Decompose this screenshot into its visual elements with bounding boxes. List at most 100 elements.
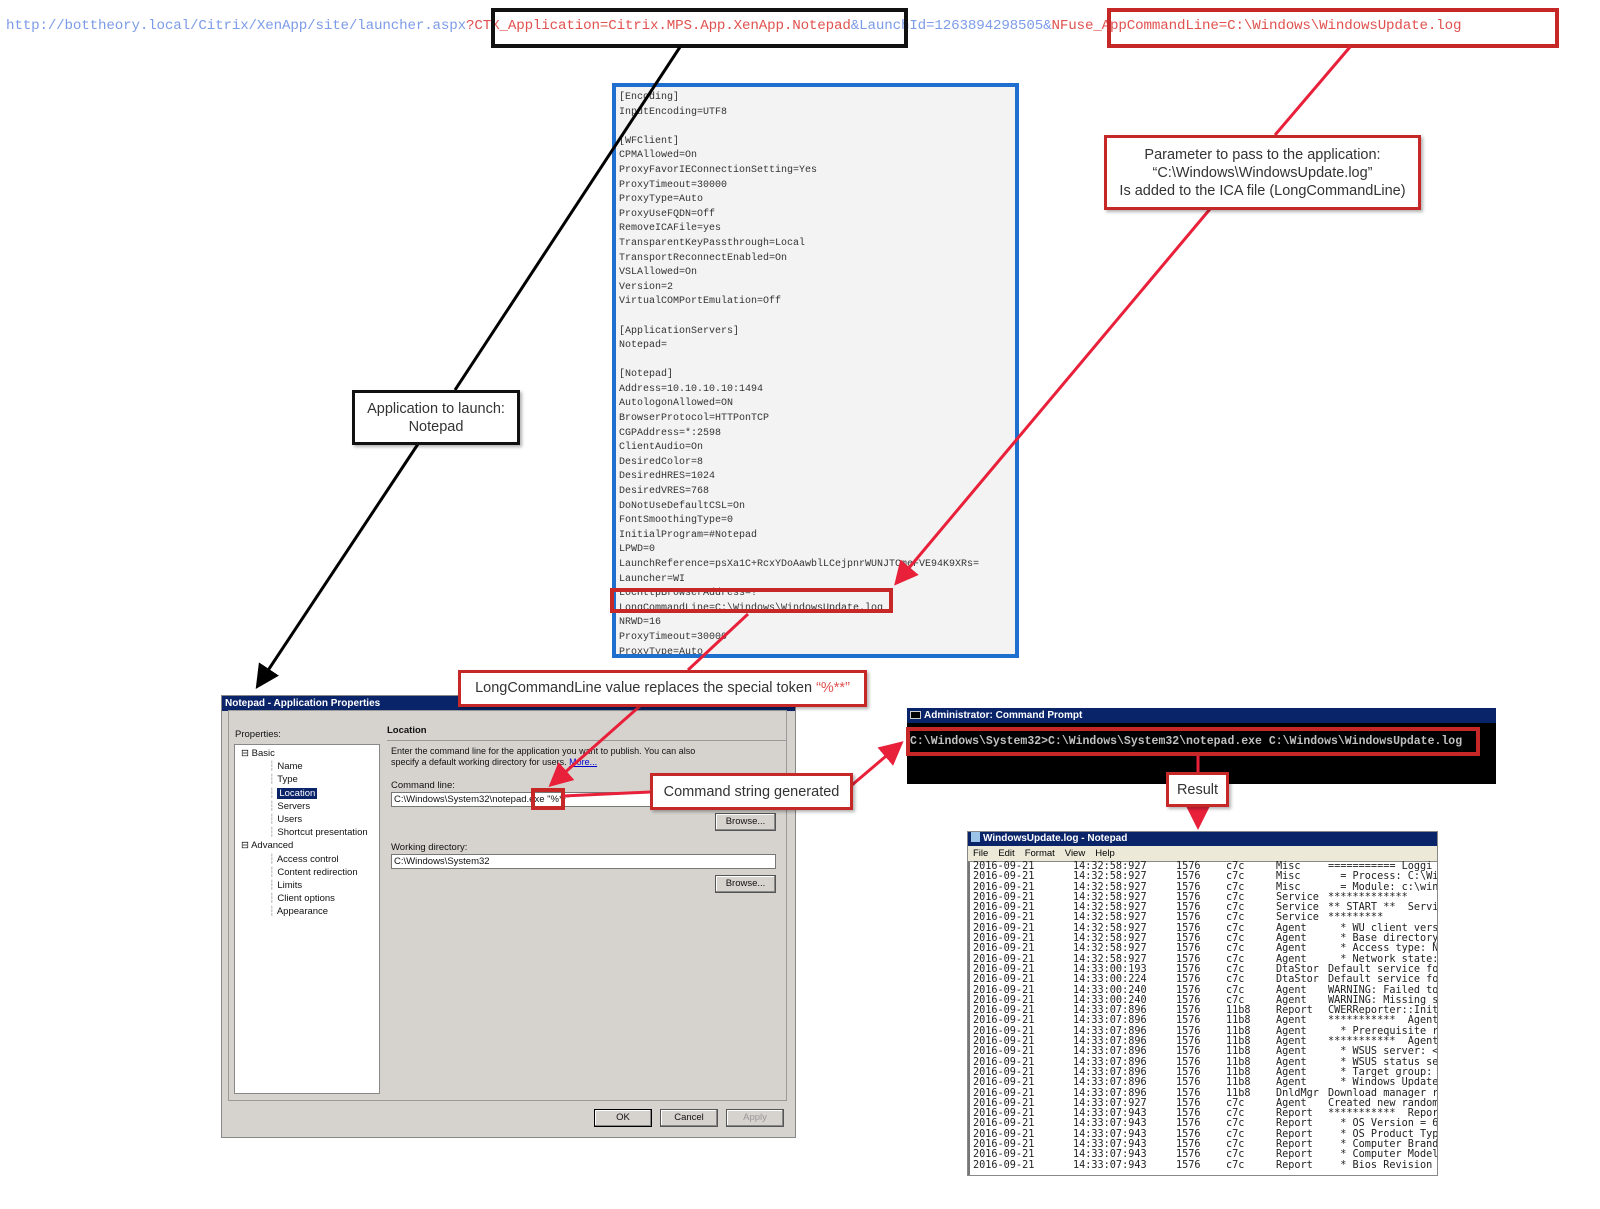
tree-item[interactable]: ┆ Shortcut presentation xyxy=(235,826,379,839)
dialog-frame xyxy=(228,710,787,1101)
log-cell: ************* xyxy=(1328,891,1408,903)
parameter-callout-line: Is added to the ICA file (LongCommandLin… xyxy=(1119,182,1406,199)
ica-line: ProxyType=Auto xyxy=(619,194,704,206)
browse-workdir-button[interactable]: Browse... xyxy=(715,875,776,893)
tree-item-label: Appearance xyxy=(276,906,329,918)
tree-item-label: Users xyxy=(277,813,303,825)
log-cell: 1576 xyxy=(1176,994,1201,1006)
ica-line: LPWD=0 xyxy=(619,544,656,556)
param-arrow-lower xyxy=(894,208,1212,586)
section-divider xyxy=(387,740,787,741)
log-cell: 2016-09-21 xyxy=(973,963,1035,975)
tree-item[interactable]: ⊟ Basic xyxy=(235,747,379,760)
menu-help[interactable]: Help xyxy=(1095,848,1115,859)
ica-line: [WFClient] xyxy=(619,135,680,147)
log-cell: 14:33:07:896 xyxy=(1073,1046,1147,1058)
tree-item[interactable]: ┆ Location xyxy=(235,787,379,800)
tree-item[interactable]: ┆ Name xyxy=(235,760,379,773)
log-cell: 14:33:07:896 xyxy=(1073,1036,1147,1048)
log-cell: 14:32:58:927 xyxy=(1073,933,1147,945)
tree-item[interactable]: ⊟ Advanced xyxy=(235,839,379,852)
log-cell: *********** Agent xyxy=(1328,1036,1438,1048)
tree-item[interactable]: ┆ Content redirection xyxy=(235,866,379,879)
replace-callout: LongCommandLine value replaces the speci… xyxy=(458,670,867,707)
ica-line: LocHttpBrowserAddress=! xyxy=(619,588,758,600)
log-cell: c7c xyxy=(1226,1149,1245,1161)
log-cell: 1576 xyxy=(1176,1128,1201,1140)
menu-view[interactable]: View xyxy=(1064,848,1086,859)
more-link[interactable]: More... xyxy=(569,757,598,767)
ica-line: RemoveICAFile=yes xyxy=(619,223,722,235)
tree-line-icon: ┆ xyxy=(269,893,278,905)
tree-item-label: Basic xyxy=(251,748,275,759)
command-callout: Command string generated xyxy=(650,773,853,810)
log-cell: Agent xyxy=(1276,1066,1307,1078)
log-cell: 1576 xyxy=(1176,1056,1201,1068)
log-cell: c7c xyxy=(1226,994,1245,1006)
ica-line: ClientAudio=On xyxy=(619,442,704,454)
log-cell: 14:32:58:927 xyxy=(1073,871,1147,883)
log-cell: Service xyxy=(1276,891,1319,903)
cancel-button[interactable]: Cancel xyxy=(660,1109,718,1127)
tree-item-label: Content redirection xyxy=(277,866,358,878)
tree-line-icon: ┆ xyxy=(269,853,277,865)
log-cell: 14:33:00:193 xyxy=(1073,963,1147,975)
notepad-title: WindowsUpdate.log - Notepad xyxy=(983,833,1128,844)
log-cell: 1576 xyxy=(1176,891,1201,903)
log-cell: 14:33:07:896 xyxy=(1073,1066,1147,1078)
log-cell: 2016-09-21 xyxy=(973,1128,1035,1140)
tree-line-icon: ┆ xyxy=(269,761,278,773)
menu-format[interactable]: Format xyxy=(1024,848,1055,859)
log-cell: 2016-09-21 xyxy=(973,861,1035,872)
tree-item-label: Location xyxy=(277,787,318,799)
log-cell: 1576 xyxy=(1176,1036,1201,1048)
tree-item[interactable]: ┆ Access control xyxy=(235,853,379,866)
log-cell: 1576 xyxy=(1176,1046,1201,1058)
log-cell: 1576 xyxy=(1176,943,1201,955)
log-cell: Agent xyxy=(1276,943,1307,955)
menu-edit[interactable]: Edit xyxy=(998,848,1015,859)
ok-button[interactable]: OK xyxy=(594,1109,652,1127)
cmd-title: Administrator: Command Prompt xyxy=(924,710,1083,721)
launcher-url: http://bottheory.local/Citrix/XenApp/sit… xyxy=(6,18,1461,34)
app-arrow-upper xyxy=(453,46,682,391)
log-cell: Agent xyxy=(1276,1015,1307,1027)
log-cell: 14:32:58:927 xyxy=(1073,861,1147,872)
result-callout: Result xyxy=(1166,772,1229,807)
log-cell: 2016-09-21 xyxy=(973,1087,1035,1099)
tree-item[interactable]: ┆ Client options xyxy=(235,892,379,905)
tree-item[interactable]: ┆ Users xyxy=(235,813,379,826)
log-cell: DnldMgr xyxy=(1276,1087,1319,1099)
working-directory-input[interactable]: C:\Windows\System32 xyxy=(391,854,776,869)
menu-file[interactable]: File xyxy=(973,848,989,859)
tree-item[interactable]: ┆ Appearance xyxy=(235,905,379,918)
collapse-icon[interactable]: ⊟ xyxy=(241,748,252,759)
ica-line: [Encoding] xyxy=(619,92,680,103)
log-cell: * Target group: xyxy=(1328,1066,1433,1078)
tree-item[interactable]: ┆ Servers xyxy=(235,800,379,813)
tree-line-icon: ┆ xyxy=(269,787,278,799)
apply-button[interactable]: Apply xyxy=(726,1109,784,1127)
collapse-icon[interactable]: ⊟ xyxy=(241,840,252,852)
ica-line: NRWD=16 xyxy=(619,617,662,629)
log-cell: * Computer Model xyxy=(1328,1149,1438,1161)
tree-item[interactable]: ┆ Type xyxy=(235,773,379,786)
browse-command-button[interactable]: Browse... xyxy=(715,813,776,831)
log-cell: Agent xyxy=(1276,1046,1307,1058)
properties-tree[interactable]: ⊟ Basic┆ Name┆ Type┆ Location┆ Servers┆ … xyxy=(234,744,380,1094)
log-cell: *********** Repor xyxy=(1328,1108,1438,1120)
log-cell: 2016-09-21 xyxy=(973,974,1035,986)
cmd-icon xyxy=(910,711,921,719)
notepad-icon xyxy=(971,832,980,842)
ica-line: ProxyType=Auto xyxy=(619,646,704,658)
tree-item[interactable]: ┆ Limits xyxy=(235,879,379,892)
ica-line: Address=10.10.10.10:1494 xyxy=(619,383,764,395)
